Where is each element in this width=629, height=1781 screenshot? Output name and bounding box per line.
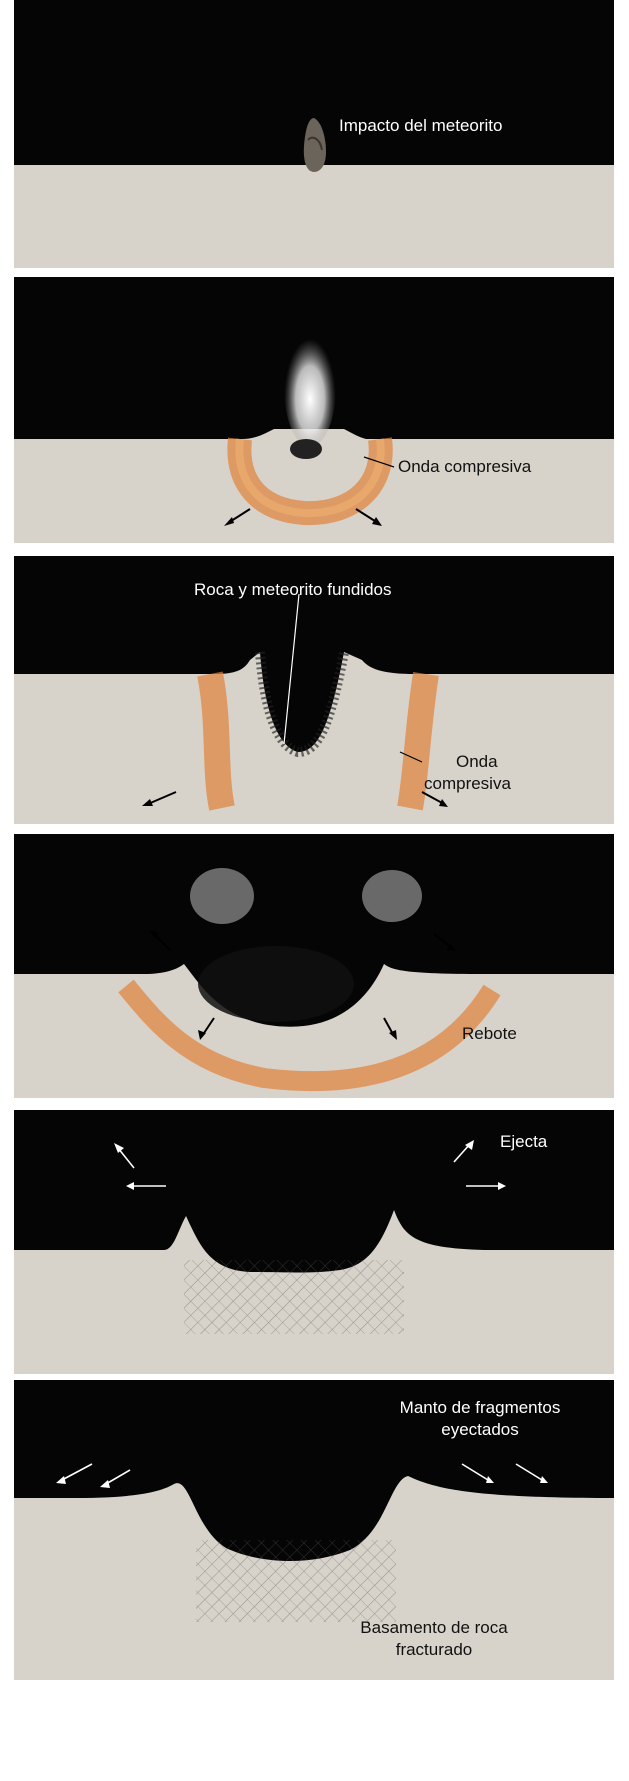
fractured-basement xyxy=(184,1260,404,1334)
label-compressive-wave-line1: Onda xyxy=(456,752,498,772)
stage-4-illustration xyxy=(14,834,614,1098)
label-ejected-blanket-line1: Manto de fragmentos xyxy=(374,1398,586,1418)
ground xyxy=(14,165,614,268)
label-ejected-blanket-line2: eyectados xyxy=(374,1420,586,1440)
label-compressive-wave-line2: compresiva xyxy=(424,774,511,794)
ejecta-cloud-right xyxy=(362,870,422,922)
label-compressive-wave: Onda compresiva xyxy=(398,457,531,477)
impact-flash xyxy=(284,327,336,447)
stage-panel-4: Rebote xyxy=(14,834,614,1098)
stage-2-illustration xyxy=(14,277,614,543)
label-fractured-basement-line1: Basamento de roca xyxy=(348,1618,520,1638)
label-fractured-basement-line2: fracturado xyxy=(348,1640,520,1660)
label-meteorite-impact: Impacto del meteorito xyxy=(339,116,502,136)
ejecta-cloud-left xyxy=(190,868,254,924)
label-melted-rock-meteorite: Roca y meteorito fundidos xyxy=(194,580,392,600)
stage-panel-2: Onda compresiva xyxy=(14,277,614,543)
stage-1-illustration xyxy=(14,0,614,268)
label-ejecta: Ejecta xyxy=(500,1132,547,1152)
stage-panel-1: Impacto del meteorito xyxy=(14,0,614,268)
fractured-basement xyxy=(196,1540,396,1622)
label-rebound: Rebote xyxy=(462,1024,517,1044)
stage-panel-3: Roca y meteorito fundidos Onda compresiv… xyxy=(14,556,614,824)
stage-panel-6: Manto de fragmentos eyectados Basamento … xyxy=(14,1380,614,1680)
stage-panel-5: Ejecta xyxy=(14,1110,614,1374)
